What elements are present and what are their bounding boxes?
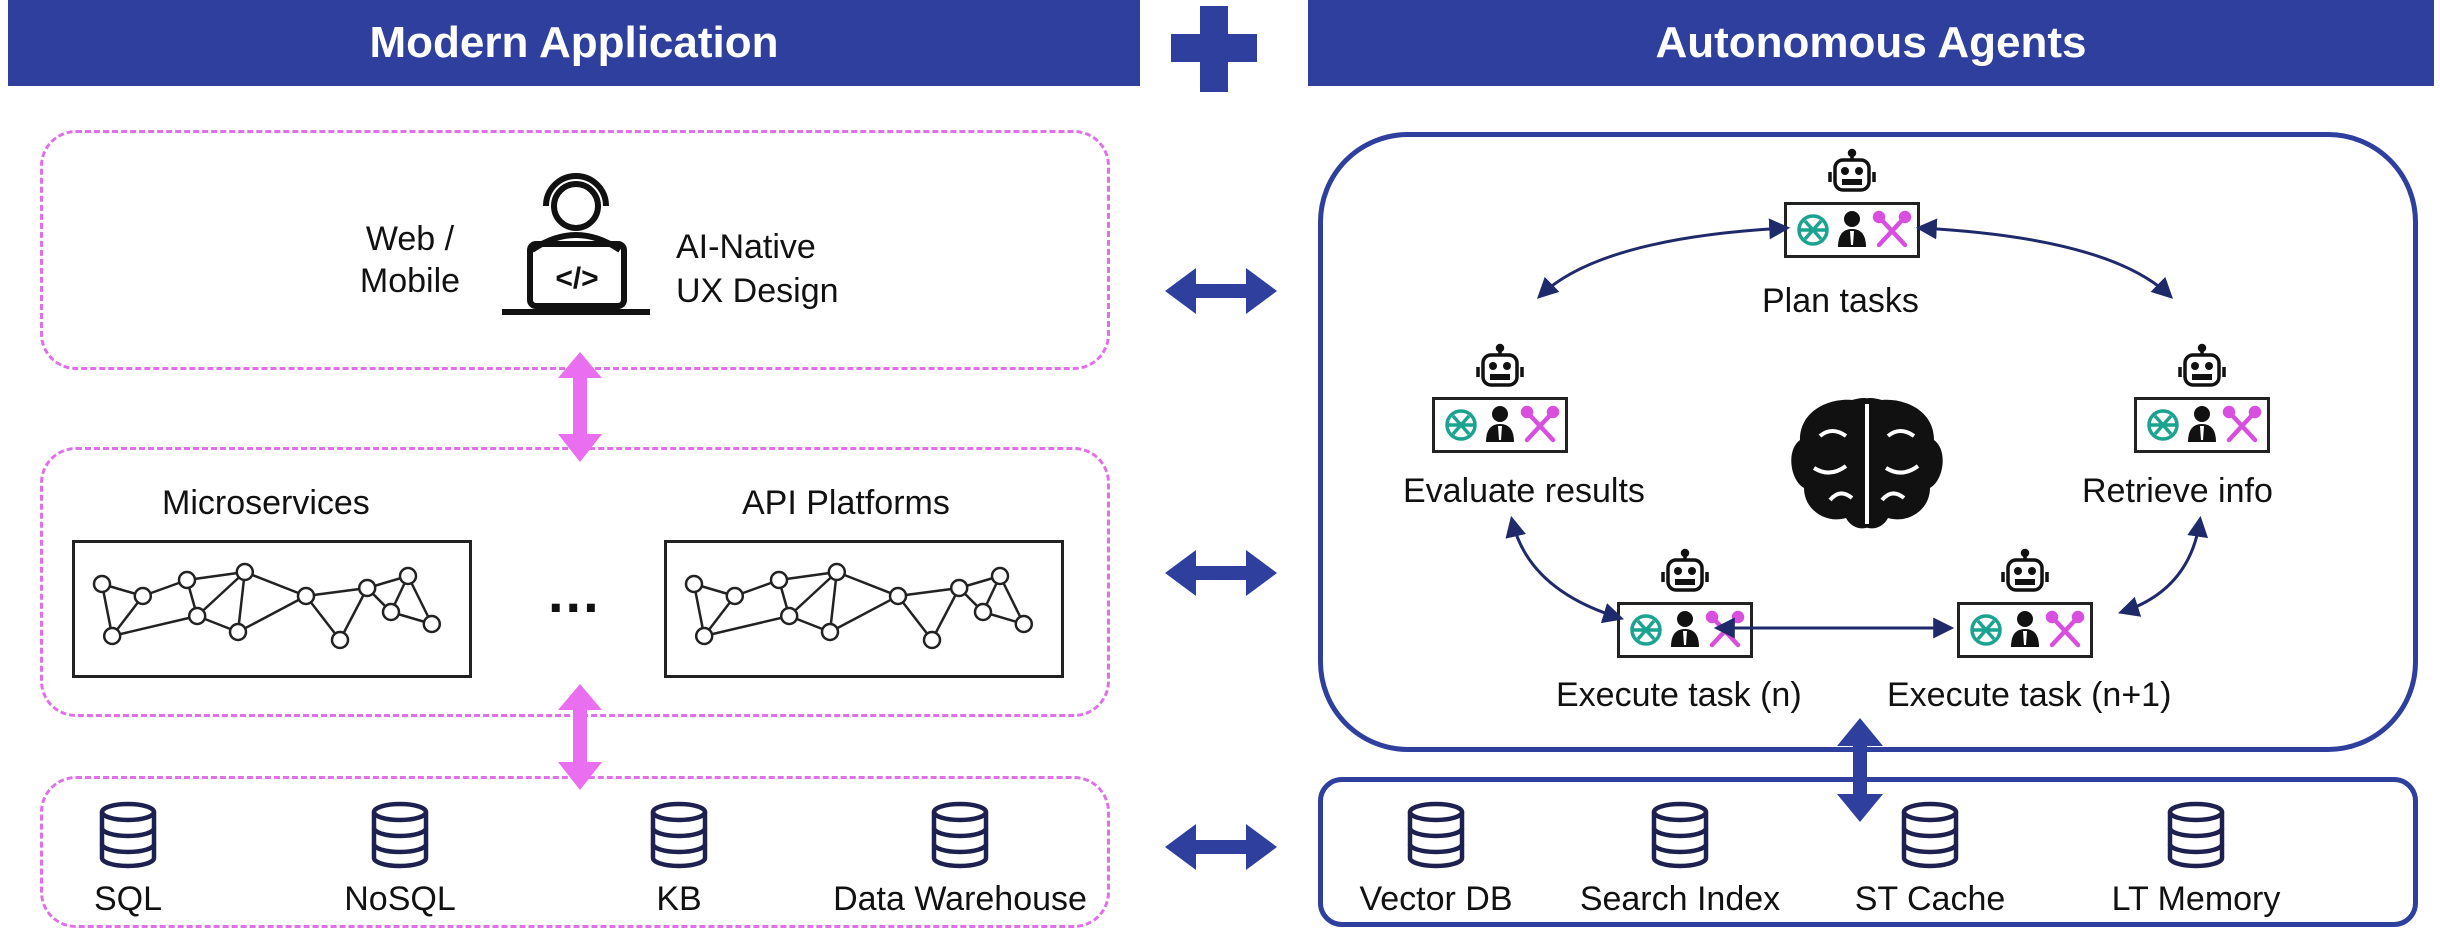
store-label: Vector DB <box>1359 880 1513 918</box>
database-icon <box>1651 801 1709 869</box>
services-ellipsis: ... <box>548 561 601 624</box>
person-icon <box>1671 611 1699 647</box>
agent-tool-row <box>1432 397 1568 453</box>
database-icon <box>931 801 989 869</box>
database-icon <box>1901 801 1959 869</box>
store-label: LT Memory <box>2111 880 2281 918</box>
robot-icon <box>1661 548 1709 592</box>
person-icon <box>2188 406 2216 442</box>
memory-box <box>1318 777 2418 927</box>
microservices-label: Microservices <box>162 484 370 522</box>
retrieve-info-label: Retrieve info <box>2082 472 2273 510</box>
agents-box <box>1318 132 2418 752</box>
store-label: NoSQL <box>344 880 456 918</box>
ui-layer-box <box>40 130 1110 370</box>
ui-left-line-1: Web / <box>365 220 455 258</box>
ui-right-line-1: AI-Native <box>676 228 816 266</box>
right-panel-title: Autonomous Agents <box>1308 0 2434 86</box>
microservices-graph <box>72 540 472 678</box>
openai-icon <box>2147 409 2179 441</box>
person-icon <box>1838 211 1866 247</box>
execute-n-label: Execute task (n) <box>1556 676 1802 714</box>
person-icon <box>1486 406 1514 442</box>
database-icon <box>99 801 157 869</box>
openai-icon <box>1797 214 1829 246</box>
database-icon <box>2167 801 2225 869</box>
ui-left-text: Web / Mobile <box>310 218 510 302</box>
tools-icon <box>1705 610 1745 648</box>
ui-left-line-2: Mobile <box>359 262 461 300</box>
ui-right-text: AI-Native UX Design <box>676 225 839 313</box>
store-label: SQL <box>93 880 163 918</box>
services-agents-arrow <box>1165 550 1277 596</box>
robot-icon <box>2001 548 2049 592</box>
database-icon <box>1407 801 1465 869</box>
openai-icon <box>1630 614 1662 646</box>
database-icon <box>650 801 708 869</box>
agent-tool-row <box>2134 397 2270 453</box>
agent-tool-row <box>1784 202 1920 258</box>
robot-icon <box>1476 343 1524 387</box>
data-memory-arrow <box>1165 824 1277 870</box>
plan-tasks-label: Plan tasks <box>1762 282 1919 320</box>
api-platforms-label: API Platforms <box>742 484 950 522</box>
api-platforms-graph <box>664 540 1064 678</box>
ui-agents-arrow <box>1165 268 1277 314</box>
database-icon <box>371 801 429 869</box>
tools-icon <box>1872 210 1912 248</box>
robot-icon <box>2178 343 2226 387</box>
agent-tool-row <box>1617 602 1753 658</box>
ui-right-line-2: UX Design <box>676 272 839 310</box>
store-label: Data Warehouse <box>833 880 1087 918</box>
openai-icon <box>1445 409 1477 441</box>
robot-icon <box>1828 148 1876 192</box>
tools-icon <box>2045 610 2085 648</box>
store-label: ST Cache <box>1854 880 2006 918</box>
tools-icon <box>2222 405 2262 443</box>
agent-tool-row <box>1957 602 2093 658</box>
execute-n1-label: Execute task (n+1) <box>1887 676 2172 714</box>
openai-icon <box>1970 614 2002 646</box>
person-icon <box>2011 611 2039 647</box>
evaluate-results-label: Evaluate results <box>1403 472 1645 510</box>
store-label: Search Index <box>1579 880 1781 918</box>
tools-icon <box>1520 405 1560 443</box>
store-label: KB <box>656 880 702 918</box>
left-panel-title: Modern Application <box>8 0 1140 86</box>
